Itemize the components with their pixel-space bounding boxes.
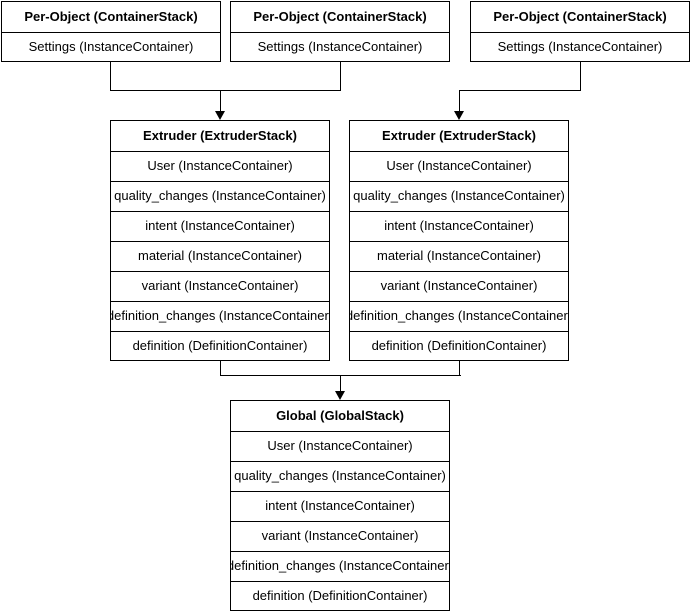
edge-extruder-1-to-global-horizontal [220, 375, 341, 376]
arrowhead-global [335, 391, 345, 400]
node-extruder-1[interactable]: Extruder (ExtruderStack) User (InstanceC… [110, 120, 330, 361]
node-extruder-2-row-user: User (InstanceContainer) [350, 151, 568, 181]
node-per-object-1-header: Per-Object (ContainerStack) [2, 2, 220, 32]
edge-extruder-1-stem [220, 90, 221, 116]
edge-per-object-2-horizontal [220, 90, 341, 91]
node-extruder-2-row-variant: variant (InstanceContainer) [350, 271, 568, 301]
node-per-object-1[interactable]: Per-Object (ContainerStack) Settings (In… [1, 1, 221, 62]
edge-per-object-1-drop [110, 60, 111, 90]
node-per-object-2-row-settings: Settings (InstanceContainer) [231, 32, 449, 61]
node-extruder-1-row-definition: definition (DefinitionContainer) [111, 331, 329, 360]
edge-extruder-2-stem [459, 90, 460, 116]
node-per-object-3-row-settings: Settings (InstanceContainer) [471, 32, 689, 61]
node-global-row-definition: definition (DefinitionContainer) [231, 581, 449, 610]
edge-extruder-2-drop [459, 360, 460, 375]
node-extruder-2-row-definition-changes: definition_changes (InstanceContainer) [350, 301, 568, 331]
node-global-row-variant: variant (InstanceContainer) [231, 521, 449, 551]
edge-per-object-2-drop [340, 60, 341, 90]
edge-per-object-3-horizontal [459, 90, 581, 91]
node-global-header: Global (GlobalStack) [231, 401, 449, 431]
node-extruder-2-row-definition: definition (DefinitionContainer) [350, 331, 568, 360]
node-global[interactable]: Global (GlobalStack) User (InstanceConta… [230, 400, 450, 611]
node-extruder-2-header: Extruder (ExtruderStack) [350, 121, 568, 151]
node-extruder-1-row-user: User (InstanceContainer) [111, 151, 329, 181]
node-per-object-2[interactable]: Per-Object (ContainerStack) Settings (In… [230, 1, 450, 62]
node-per-object-3[interactable]: Per-Object (ContainerStack) Settings (In… [470, 1, 690, 62]
node-extruder-2-row-material: material (InstanceContainer) [350, 241, 568, 271]
node-per-object-1-row-settings: Settings (InstanceContainer) [2, 32, 220, 61]
node-global-row-quality-changes: quality_changes (InstanceContainer) [231, 461, 449, 491]
node-extruder-1-row-definition-changes: definition_changes (InstanceContainer) [111, 301, 329, 331]
edge-global-stem [340, 375, 341, 396]
node-extruder-1-row-material: material (InstanceContainer) [111, 241, 329, 271]
node-extruder-2-row-intent: intent (InstanceContainer) [350, 211, 568, 241]
node-extruder-1-row-intent: intent (InstanceContainer) [111, 211, 329, 241]
node-global-row-intent: intent (InstanceContainer) [231, 491, 449, 521]
edge-extruder-1-drop [220, 360, 221, 375]
edge-per-object-1-horizontal [110, 90, 221, 91]
edge-per-object-3-drop [580, 60, 581, 90]
arrowhead-extruder-1 [215, 111, 225, 120]
node-global-row-user: User (InstanceContainer) [231, 431, 449, 461]
arrowhead-extruder-2 [454, 111, 464, 120]
edge-extruder-2-to-global-horizontal [340, 375, 461, 376]
node-global-row-definition-changes: definition_changes (InstanceContainer) [231, 551, 449, 581]
node-extruder-1-row-quality-changes: quality_changes (InstanceContainer) [111, 181, 329, 211]
node-extruder-2[interactable]: Extruder (ExtruderStack) User (InstanceC… [349, 120, 569, 361]
node-per-object-2-header: Per-Object (ContainerStack) [231, 2, 449, 32]
node-per-object-3-header: Per-Object (ContainerStack) [471, 2, 689, 32]
node-extruder-1-row-variant: variant (InstanceContainer) [111, 271, 329, 301]
node-extruder-2-row-quality-changes: quality_changes (InstanceContainer) [350, 181, 568, 211]
node-extruder-1-header: Extruder (ExtruderStack) [111, 121, 329, 151]
